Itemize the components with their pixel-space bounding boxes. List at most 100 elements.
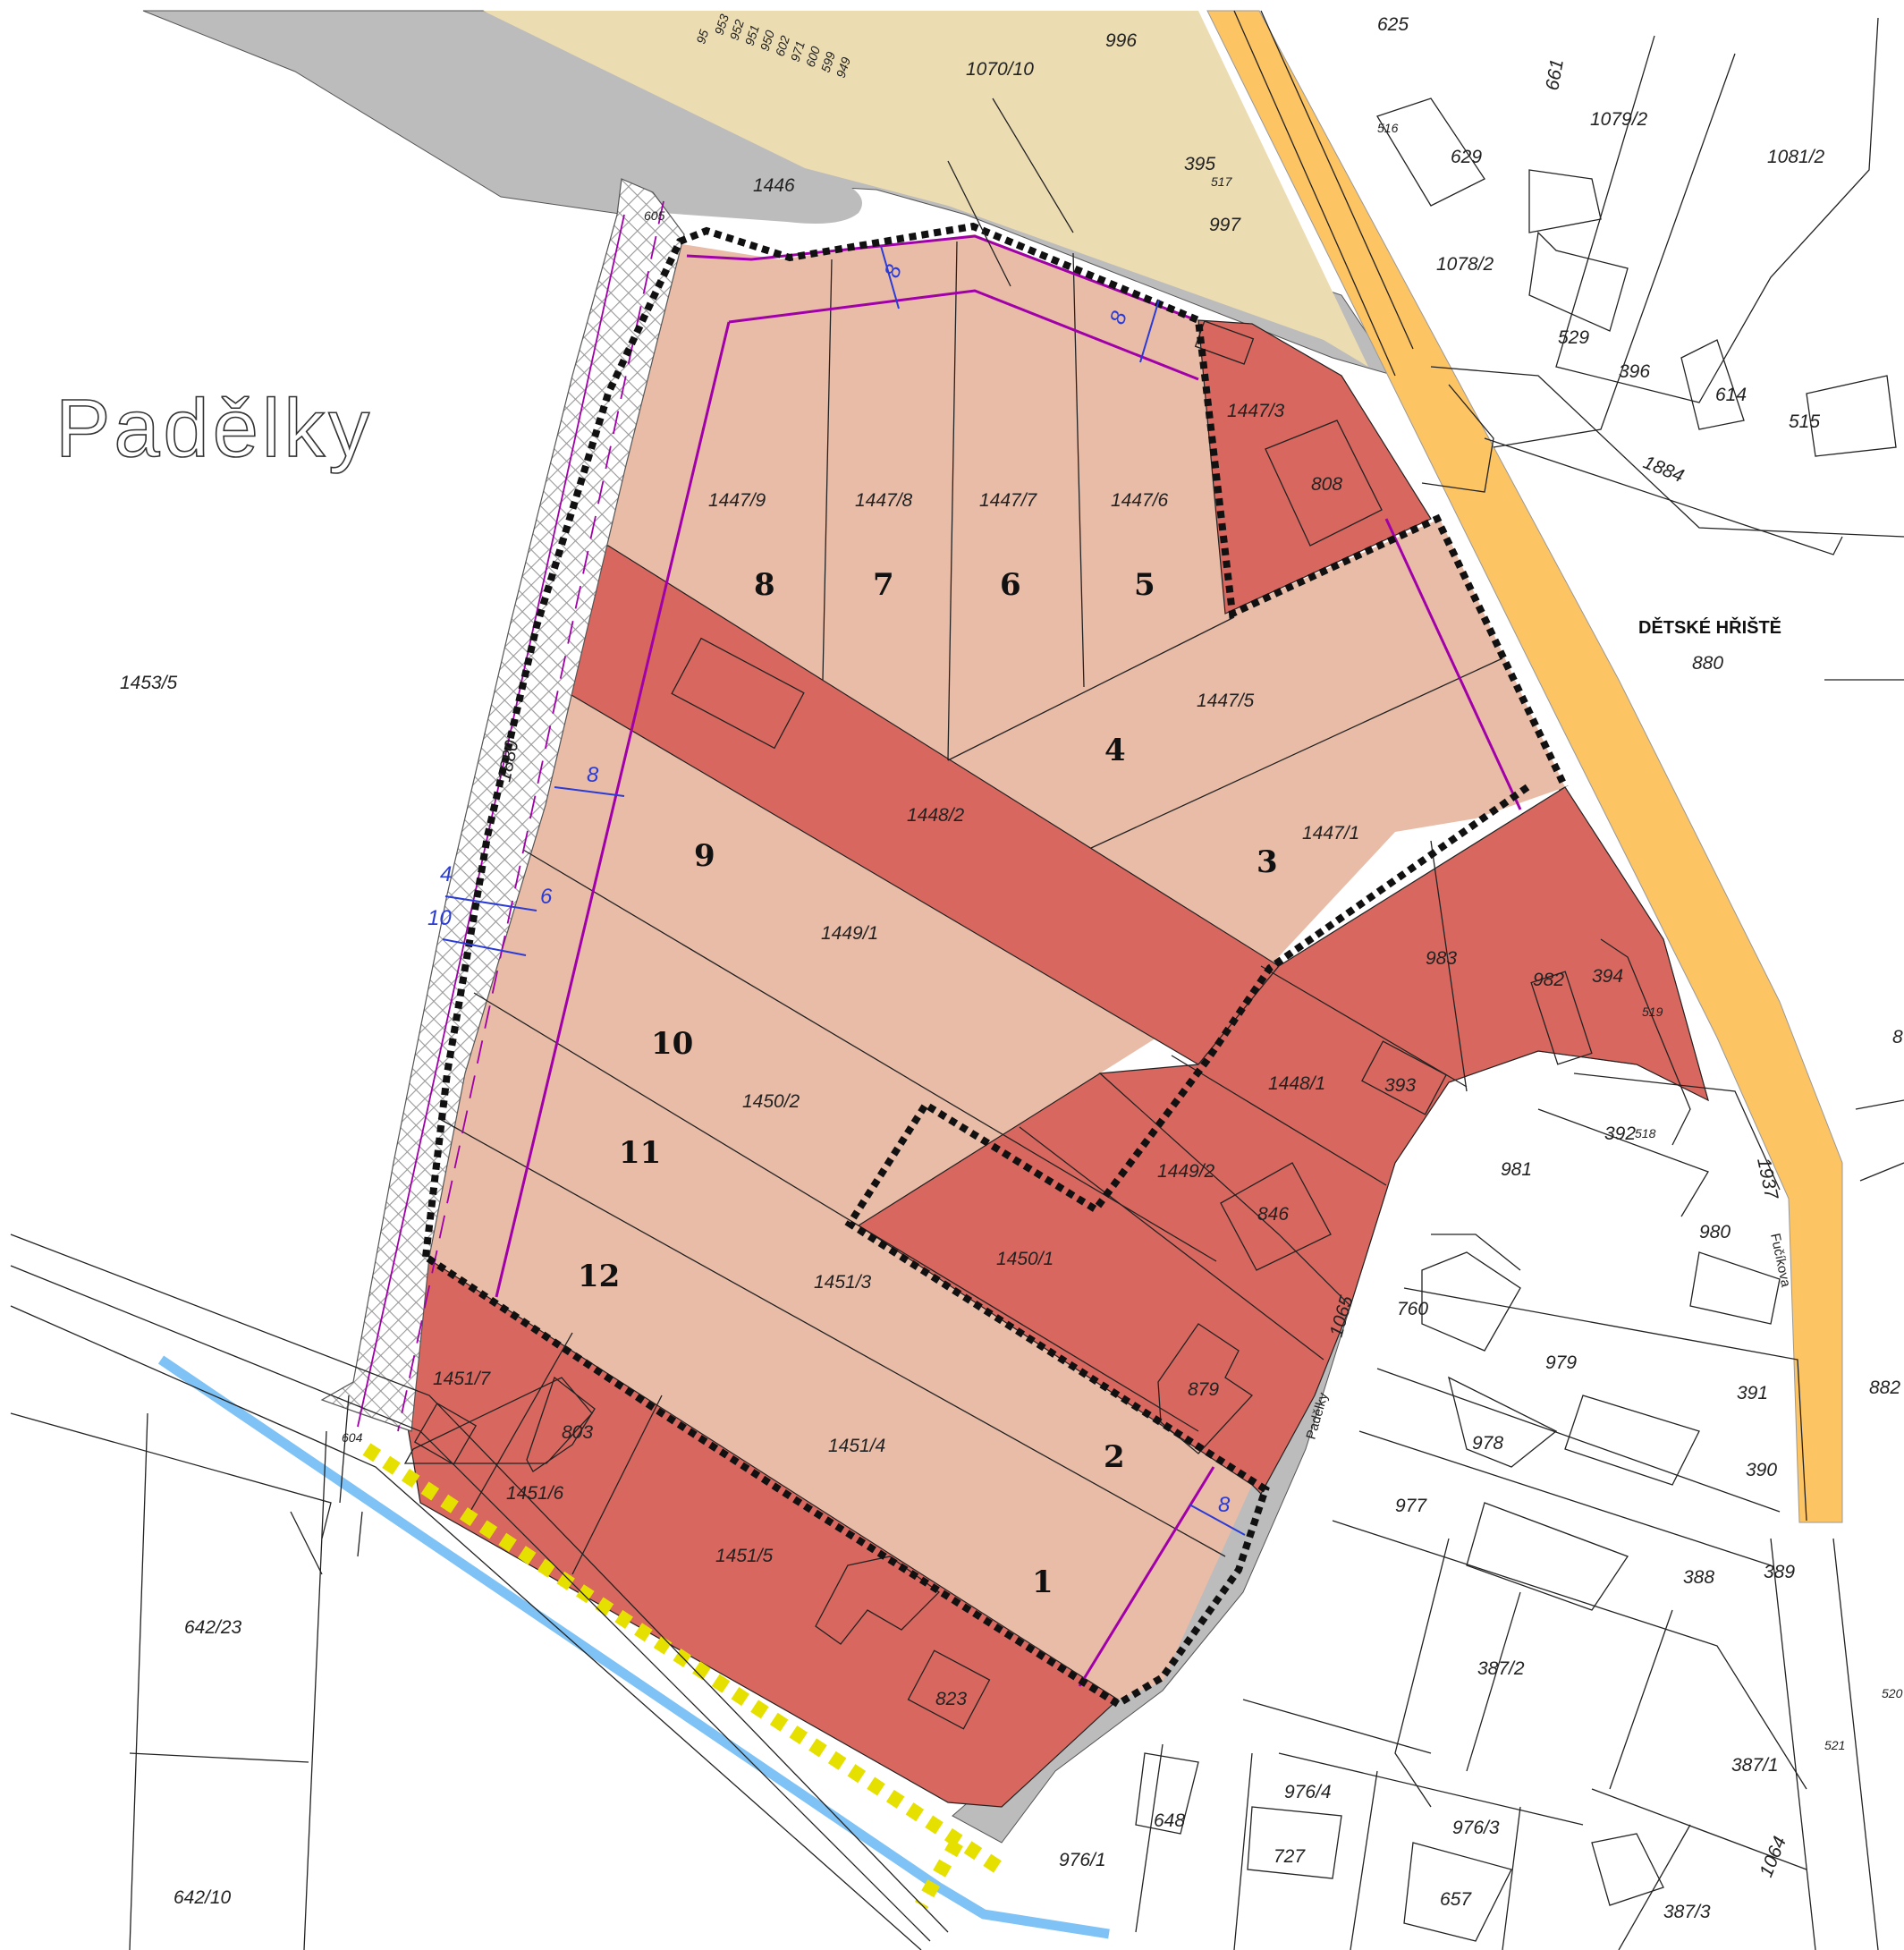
stacked-parcel-numbers: 95 — [693, 28, 711, 46]
parcel-number: 1447/3 — [1227, 401, 1285, 421]
stacked-parcel-number: 952 — [727, 18, 748, 42]
parcel-number: 629 — [1451, 147, 1482, 167]
plot-number: 7 — [873, 567, 894, 603]
stream — [157, 1355, 1110, 1939]
parcel-number: 515 — [1789, 411, 1820, 432]
parcel-number: 1447/7 — [979, 490, 1038, 511]
plot-number: 4 — [1104, 733, 1126, 768]
parcel-number: 1447/8 — [855, 490, 913, 511]
parcel-number: 882 — [1869, 1378, 1900, 1398]
stacked-parcel-number: 602 — [773, 34, 793, 58]
survey-points: 605 604 516 517 519 518 521 520 — [342, 121, 1903, 1752]
parcel-number: 394 — [1592, 966, 1623, 987]
parcel-number: 976/3 — [1452, 1818, 1500, 1838]
parcel-number: 978 — [1472, 1433, 1503, 1454]
stacked-parcel-number: 953 — [712, 13, 732, 37]
parcel-number: 1070/10 — [966, 59, 1034, 80]
parcel-number: 1448/1 — [1268, 1073, 1325, 1094]
dimension-label: 8 — [587, 763, 599, 787]
parcel-number: 1079/2 — [1590, 109, 1648, 130]
stacked-parcel-top: 95 — [693, 28, 711, 46]
parcel-number: 1451/4 — [828, 1436, 885, 1456]
parcel-number: 1884 — [1640, 452, 1687, 487]
stacked-parcel-number: 951 — [742, 23, 762, 47]
parcel-number: 391 — [1737, 1383, 1768, 1403]
parcel-number: 1081/2 — [1767, 147, 1825, 167]
plot-number: 11 — [619, 1135, 661, 1171]
point-label: 520 — [1882, 1686, 1903, 1700]
dimension-label: 6 — [540, 885, 553, 909]
parcel-number: 392 — [1604, 1123, 1636, 1144]
point-label: 521 — [1824, 1738, 1845, 1752]
parcel-number: 880 — [1692, 653, 1723, 674]
field-path — [483, 11, 1368, 367]
stacked-parcel-number: 600 — [803, 45, 824, 69]
parcel-number: 625 — [1377, 14, 1409, 35]
parcel-number: 976/1 — [1059, 1850, 1106, 1870]
parcel-number: 727 — [1274, 1846, 1306, 1867]
parcel-number: 808 — [1311, 474, 1342, 495]
parcel-number: 1448/2 — [907, 805, 965, 826]
parcel-number: 387/1 — [1731, 1755, 1779, 1776]
plot-number: 6 — [1000, 567, 1021, 603]
parcel-number: 1453/5 — [120, 673, 178, 693]
parcel-number: 661 — [1542, 57, 1568, 92]
plot-numbers: 1 2 3 4 5 6 7 8 9 10 11 12 — [578, 567, 1278, 1600]
parcel-number: 1447/1 — [1302, 823, 1359, 844]
right-cadastre — [947, 10, 1904, 1950]
parcel-number: 823 — [935, 1689, 967, 1709]
road-lines — [10, 1234, 949, 1950]
parcel-number: 642/23 — [184, 1617, 242, 1638]
parcel-number: 1447/9 — [708, 490, 766, 511]
stacked-parcel-number: 971 — [788, 39, 808, 64]
parcel-number: 1449/1 — [821, 923, 878, 944]
parcel-number: 1064 — [1756, 1834, 1790, 1880]
plot-number: 9 — [694, 838, 715, 874]
parcel-number: 1451/7 — [433, 1369, 492, 1389]
locality-name: Padělky — [55, 383, 373, 474]
parcel-number: 983 — [1426, 948, 1457, 969]
point-label: 519 — [1642, 1005, 1663, 1019]
parcel-lines — [437, 241, 1503, 1575]
parcel-number: 387/2 — [1477, 1658, 1525, 1679]
parcel-number: 529 — [1558, 327, 1589, 348]
parcel-number: 1451/5 — [715, 1546, 774, 1566]
parcel-number: 979 — [1545, 1352, 1577, 1373]
parcel-numbers: 1447/9 1447/8 1447/7 1447/6 1447/3 808 1… — [120, 14, 1903, 1922]
parcel-number: 1449/2 — [1157, 1161, 1215, 1182]
parcel-number: 981 — [1501, 1159, 1532, 1180]
parcel-number: 1450/1 — [996, 1249, 1054, 1269]
plot-number: 10 — [651, 1026, 693, 1062]
parcel-number: 982 — [1533, 970, 1564, 990]
plot-number: 8 — [754, 567, 775, 603]
parcel-number: 389 — [1764, 1562, 1795, 1582]
parcel-number: 1450/2 — [742, 1091, 800, 1112]
parcel-number: 648 — [1154, 1810, 1185, 1831]
parcel-number: 846 — [1257, 1204, 1289, 1225]
parcel-number: 396 — [1619, 361, 1650, 382]
hatched-verge — [320, 178, 685, 1432]
dimension-marks — [442, 245, 1246, 1536]
point-label: 517 — [1211, 174, 1233, 189]
proposed-area — [425, 234, 1565, 1700]
parcel-number: 8 — [1892, 1027, 1903, 1047]
dimension-label: 4 — [440, 862, 452, 886]
parcel-number: 1447/5 — [1197, 691, 1255, 711]
parcel-number: 1451/3 — [814, 1272, 872, 1293]
existing-parcels — [402, 319, 1709, 1808]
parcel-number: 1451/6 — [506, 1483, 564, 1504]
point-label: 604 — [342, 1430, 363, 1445]
plot-number: 12 — [578, 1259, 620, 1294]
stacked-parcel-number: 949 — [834, 55, 854, 80]
parcel-number: 977 — [1395, 1496, 1427, 1516]
parcel-number: 1078/2 — [1436, 254, 1494, 275]
dimension-label: 10 — [427, 906, 452, 930]
parcel-number: 1447/6 — [1111, 490, 1169, 511]
parcel-number: 976/4 — [1284, 1782, 1332, 1802]
plot-number: 2 — [1104, 1439, 1125, 1475]
plot-number: 1 — [1032, 1564, 1054, 1600]
plot-number: 5 — [1134, 567, 1155, 603]
place-label-playground: DĚTSKÉ HŘIŠTĚ — [1638, 616, 1781, 638]
point-label: 518 — [1635, 1126, 1656, 1140]
